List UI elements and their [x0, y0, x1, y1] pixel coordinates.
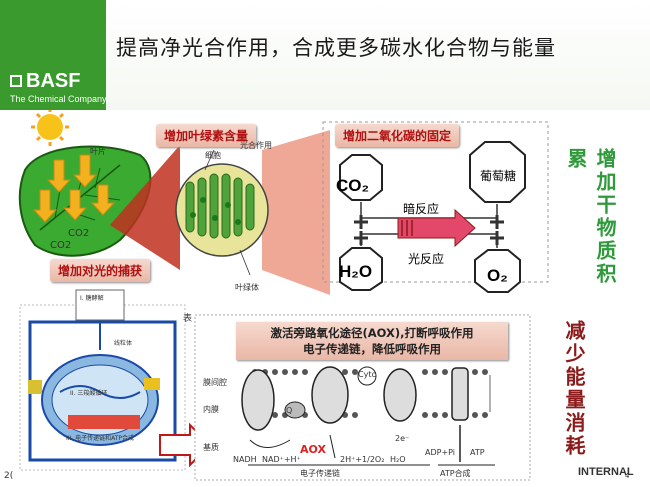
atp-label: ATP — [470, 448, 485, 457]
aox-description-box: 激活旁路氧化途径(AOX),打断呼吸作用 电子传递链，降低呼吸作用 — [236, 322, 508, 360]
glycolysis-label: I. 糖酵解 — [80, 295, 104, 302]
q-label: Q — [286, 406, 293, 415]
leaf-label: 叶片 — [90, 147, 106, 156]
chloroplast-top-label: 光合作用 — [240, 141, 272, 150]
cytc-label: Cytc — [358, 370, 376, 379]
aox-line-1: 激活旁路氧化途径(AOX),打断呼吸作用 — [270, 326, 474, 340]
electron-label: 2e⁻ — [395, 434, 410, 443]
nadh-label: NADH — [233, 455, 257, 464]
h2o-product-label: H₂O — [390, 455, 406, 464]
h2o-molecule: H₂O — [339, 262, 373, 281]
mito-label: 线粒体 — [114, 340, 133, 347]
reduce-energy-text: 减少能量消耗 — [562, 320, 586, 458]
page-title: 提高净光合作用，合成更多碳水化合物与能量 — [116, 36, 556, 60]
accumulate-text: 增加干物质积累 — [564, 148, 617, 286]
nad-label: NAD⁺+H⁺ — [262, 455, 301, 464]
co2-molecule: CO₂ — [336, 176, 370, 195]
dark-reaction-label: 暗反应 — [400, 200, 443, 217]
title-panel — [106, 0, 650, 110]
logo-square-icon — [10, 75, 22, 87]
inner-membrane-label: 内膜 — [203, 405, 219, 414]
sun-icon — [31, 110, 69, 146]
o2-molecule: O₂ — [487, 266, 508, 285]
footer-internal: INTERNAL — [578, 466, 634, 478]
carbon-fixation-badge: 增加二氧化碳的固定 — [335, 124, 460, 147]
adp-label: ADP+Pi — [425, 448, 456, 457]
electron-chain-label: 电子传递链 — [300, 469, 340, 478]
o2-reaction-label: 2H⁺+1/2O₂ — [340, 455, 385, 464]
tca-label: II. 三羧酸循环 — [70, 390, 108, 397]
aox-label: AOX — [300, 443, 326, 456]
logo-panel — [0, 0, 106, 110]
glucose-label: 葡萄糖 — [480, 169, 517, 183]
co2-label-1: CO2 — [68, 228, 90, 239]
chloroplast-label: 叶绿体 — [235, 283, 259, 292]
cell-label: 细胞 — [205, 151, 221, 160]
light-reaction-label: 光反应 — [405, 250, 448, 267]
aox-line-2: 电子传递链，降低呼吸作用 — [303, 342, 441, 356]
basf-logo: BASF The Chemical Company — [10, 70, 107, 104]
logo-text: BASF — [26, 70, 81, 92]
page-number: 4 — [625, 472, 630, 480]
co2-label-2: CO2 — [50, 240, 72, 251]
membrane-space-label: 膜间腔 — [203, 378, 227, 387]
footer-left: 2( — [4, 471, 14, 481]
dark-reaction-arrow — [397, 208, 476, 248]
light-capture-badge: 增加对光的捕获 — [50, 259, 151, 282]
atp-synthesis-label: ATP合成 — [440, 469, 471, 478]
logo-tagline: The Chemical Company — [10, 94, 107, 104]
bullet-label: 表 — [183, 314, 193, 324]
etc-label: III. 电子传递链和ATP合成 — [66, 435, 135, 442]
chlorophyll-badge: 增加叶绿素含量 — [156, 124, 257, 147]
matrix-label: 基质 — [203, 443, 219, 452]
